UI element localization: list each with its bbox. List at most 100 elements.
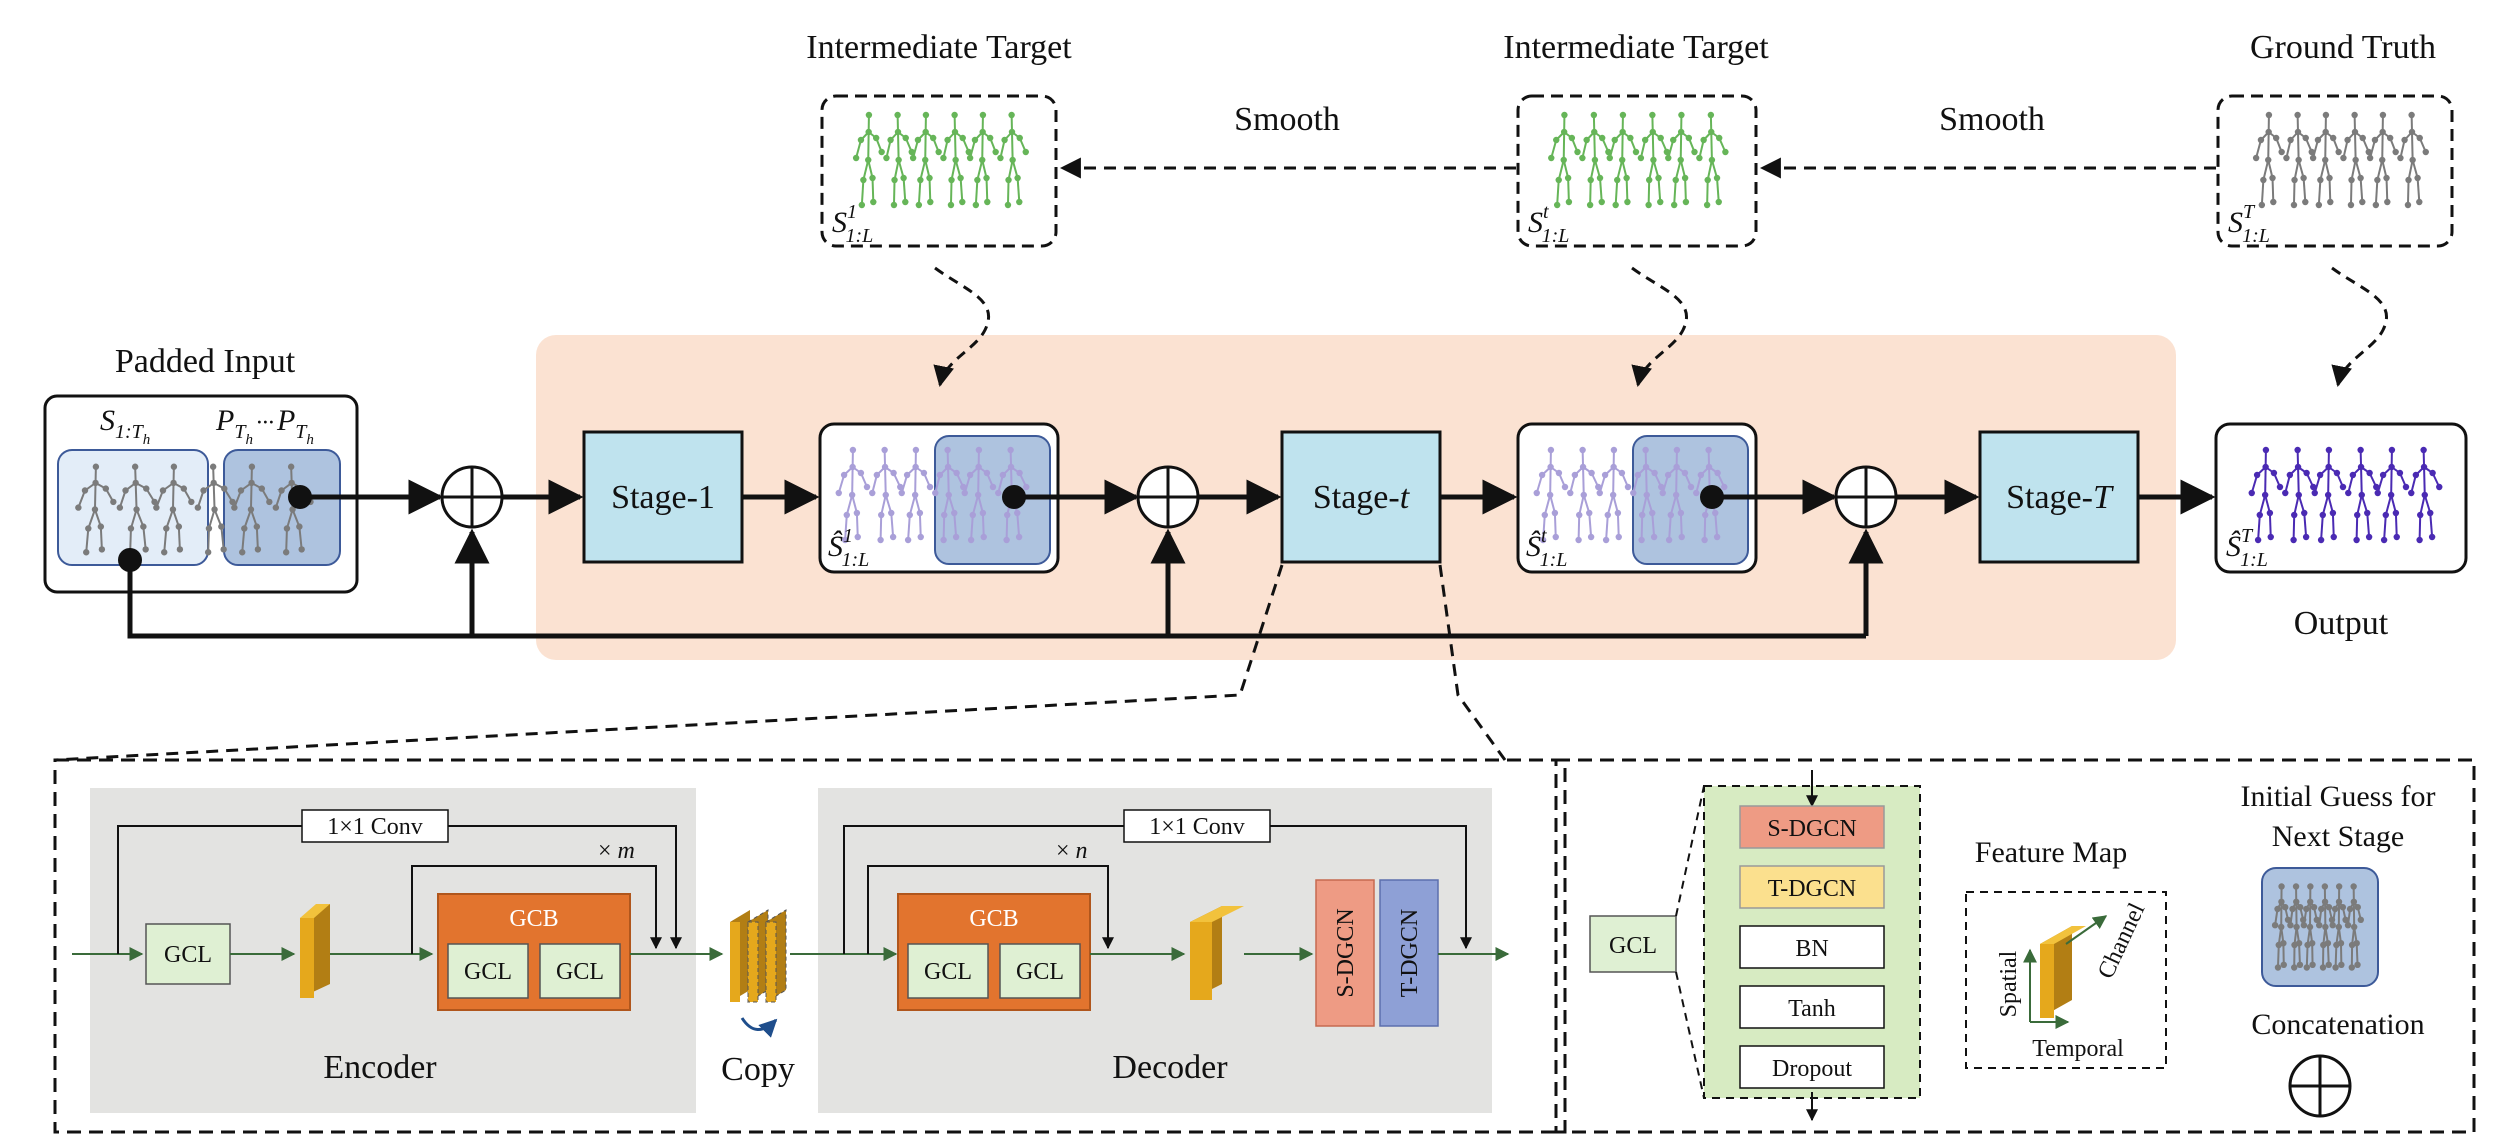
skeleton-bone <box>1685 178 1686 202</box>
skeleton-joint <box>2417 135 2423 141</box>
skeleton-joint <box>2381 537 2387 543</box>
skeleton-bone <box>2408 180 2409 205</box>
skeleton-joint <box>923 112 929 118</box>
decoder-gcb-gcl-2-label: GCL <box>1016 959 1064 985</box>
skeleton-joint <box>2360 135 2366 141</box>
skeleton-joint <box>983 175 989 181</box>
skeleton-bone <box>1707 180 1708 205</box>
skeleton-joint <box>944 447 950 453</box>
skeleton-joint <box>2355 904 2361 910</box>
skeleton-joint <box>891 177 897 183</box>
skeleton-joint <box>2322 129 2328 135</box>
decoder-t-dgcn-label: T-DGCN <box>1397 909 1423 997</box>
skeleton-joint <box>2421 464 2427 470</box>
skeleton-joint <box>899 490 905 496</box>
stage-T-label: Stage-T <box>2006 479 2114 516</box>
skeleton-joint <box>960 135 966 141</box>
skeleton-joint <box>1592 157 1598 163</box>
skeleton-joint <box>2352 129 2358 135</box>
skeleton-bone <box>2424 467 2425 495</box>
skeleton-joint <box>873 135 879 141</box>
skeleton-joint <box>2340 484 2346 490</box>
skeleton-joint <box>932 490 938 496</box>
skeleton-joint <box>1605 512 1611 518</box>
skeleton-joint <box>1619 157 1625 163</box>
skeleton-joint <box>2262 492 2268 498</box>
skeleton-joint <box>2322 924 2328 930</box>
legend-stack-t-dgcn-label: T-DGCN <box>1768 876 1856 902</box>
skeleton-joint <box>2311 904 2317 910</box>
skeleton-bone <box>2330 178 2331 202</box>
skeleton-joint <box>1698 472 1704 478</box>
skeleton-joint <box>944 137 950 143</box>
skeleton-joint <box>2353 940 2359 946</box>
skeleton-joint <box>2409 129 2415 135</box>
skeleton-joint <box>984 199 990 205</box>
skeleton-joint <box>905 537 911 543</box>
copy-curve-arrow <box>742 1018 776 1030</box>
skeleton-joint <box>921 470 927 476</box>
skeleton-joint <box>1624 199 1630 205</box>
skeleton-joint <box>2325 492 2331 498</box>
skeleton-joint <box>1014 175 1020 181</box>
skeleton-joint <box>940 537 946 543</box>
skeleton-joint <box>1665 472 1671 478</box>
skeleton-joint <box>2287 472 2293 478</box>
skeleton-joint <box>883 492 889 498</box>
skeleton-joint <box>927 199 933 205</box>
skeleton-joint <box>2330 510 2336 516</box>
skeleton-joint <box>2416 199 2422 205</box>
skeleton-joint <box>221 485 227 491</box>
skeleton-joint <box>231 504 237 510</box>
skeleton-joint <box>2260 177 2266 183</box>
skeleton-bone <box>2299 943 2300 965</box>
skeleton-joint <box>2414 175 2420 181</box>
skeleton-joint <box>1700 137 1706 143</box>
skeleton-joint <box>2283 155 2289 161</box>
skeleton-joint <box>844 512 850 518</box>
skeleton-joint <box>2270 199 2276 205</box>
skeleton-joint <box>2427 510 2433 516</box>
legend-axis-temporal-label: Temporal <box>2032 1036 2124 1062</box>
prediction-t-dot <box>1700 485 1724 509</box>
skeleton-joint <box>239 549 245 555</box>
skeleton-joint <box>948 202 954 208</box>
skeleton-joint <box>854 510 860 516</box>
skeleton-bone <box>885 467 886 495</box>
encoder-conv-label: 1×1 Conv <box>327 814 423 840</box>
skeleton-joint <box>1548 447 1554 453</box>
skeleton-joint <box>171 464 177 470</box>
skeleton-joint <box>2325 464 2331 470</box>
skeleton-joint <box>2266 112 2272 118</box>
skeleton-joint <box>903 135 909 141</box>
legend-initial-guess-line1: Initial Guess for <box>2241 780 2436 813</box>
skeleton-joint <box>1539 472 1545 478</box>
skeleton-joint <box>894 112 900 118</box>
skeleton-joint <box>902 199 908 205</box>
legend-stack-dropout-label: Dropout <box>1772 1056 1852 1082</box>
skeleton-joint <box>1017 135 1023 141</box>
skeleton-joint <box>2366 470 2372 476</box>
skeleton-joint <box>972 137 978 143</box>
skeleton-joint <box>870 199 876 205</box>
skeleton-bone <box>2357 943 2358 965</box>
skeleton-joint <box>1581 492 1587 498</box>
skeleton-joint <box>2389 447 2395 453</box>
prediction-t-guess <box>1633 436 1748 564</box>
skeleton-joint <box>878 512 884 518</box>
skeleton-bone <box>2357 515 2358 540</box>
skeleton-joint <box>170 506 176 512</box>
skeleton-bone <box>2298 467 2299 495</box>
skeleton-joint <box>1650 129 1656 135</box>
skeleton-joint <box>128 525 134 531</box>
skeleton-joint <box>92 506 98 512</box>
skeleton-joint <box>890 534 896 540</box>
skeleton-joint <box>176 523 182 529</box>
legend-zoom-top <box>1676 786 1704 916</box>
skeleton-joint <box>2295 464 2301 470</box>
skeleton-bone <box>251 483 252 510</box>
skeleton-joint <box>2316 202 2322 208</box>
skeleton-joint <box>98 523 104 529</box>
skeleton-bone <box>214 483 215 510</box>
